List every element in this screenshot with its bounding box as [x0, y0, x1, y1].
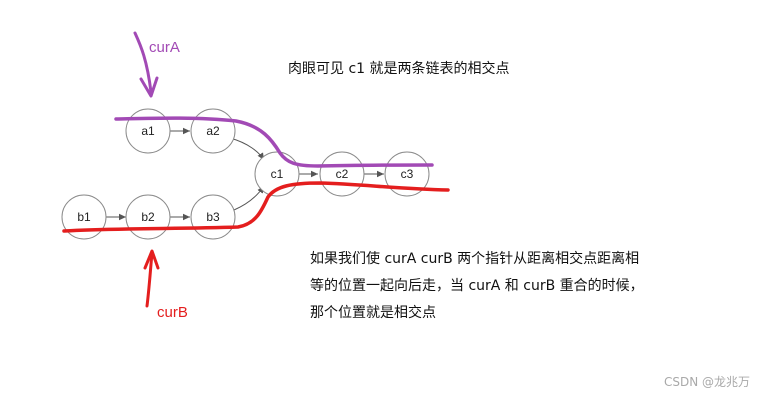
node-b1: b1: [61, 194, 107, 240]
node-b1-circle: [61, 194, 107, 240]
explanation-text: 如果我们使 curA curB 两个指针从距离相交点距离相 等的位置一起向后走，…: [310, 246, 690, 327]
cura-pointer: curA: [133, 31, 180, 98]
node-c3-label: c3: [401, 167, 414, 181]
cura-arrow-head: [139, 76, 159, 98]
node-b3: b3: [190, 194, 236, 240]
node-b2-label: b2: [141, 210, 155, 224]
curb-pointer: curB: [143, 249, 188, 321]
curb-arrow-shaft: [145, 251, 154, 308]
node-c2-label: c2: [336, 167, 349, 181]
node-a2: a2: [190, 108, 236, 154]
edge-b3-c1: [233, 185, 265, 211]
watermark: CSDN @龙兆万: [663, 375, 750, 389]
explanation-line-1: 如果我们使 curA curB 两个指针从距离相交点距离相: [310, 251, 640, 267]
curb-path-stroke: [62, 181, 450, 233]
node-c1-label: c1: [271, 167, 284, 181]
cura-path-stroke: [114, 116, 434, 168]
curb-arrow-head: [143, 249, 160, 270]
cura-label: curA: [149, 39, 180, 56]
node-a1: a1: [125, 108, 171, 154]
node-a1-label: a1: [141, 124, 155, 138]
node-b3-label: b3: [206, 210, 220, 224]
diagram-caption: 肉眼可见 c1 就是两条链表的相交点: [288, 61, 510, 77]
edge-a2-c1: [229, 137, 265, 161]
cura-arrow-shaft: [133, 31, 153, 94]
node-c3: c3: [384, 151, 430, 197]
curb-label: curB: [157, 304, 188, 321]
node-c2: c2: [319, 151, 365, 197]
node-b1-label: b1: [77, 210, 91, 224]
explanation-line-2: 等的位置一起向后走，当 curA 和 curB 重合的时候，: [310, 278, 644, 294]
explanation-line-3: 那个位置就是相交点: [310, 305, 436, 321]
node-a2-label: a2: [206, 124, 220, 138]
node-b2: b2: [125, 194, 171, 240]
node-c3-circle: [384, 151, 430, 197]
